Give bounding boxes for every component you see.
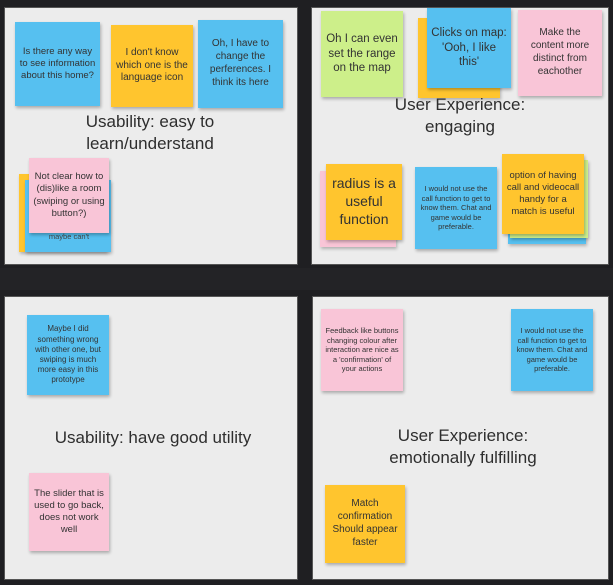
sticky-note[interactable]: Feedback like buttons changing colour af… <box>321 309 403 391</box>
sticky-note[interactable]: Make the content more distinct from each… <box>518 10 602 96</box>
sticky-note-text: I don't know which one is the language i… <box>116 46 188 84</box>
sticky-note[interactable]: I would not use the call function to get… <box>415 167 497 249</box>
panel-usability-easy: Is there any way to see information abou… <box>4 7 298 265</box>
sticky-note[interactable]: Not clear how to (dis)like a room (swipi… <box>29 158 109 233</box>
sticky-note[interactable]: Clicks on map: 'Ooh, I like this' <box>427 8 511 88</box>
panel-title: User Experience: emotionally fulfilling <box>389 426 537 468</box>
sticky-note-text: I would not use the call function to get… <box>516 326 588 374</box>
sticky-note-text: The slider that is used to go back, does… <box>34 487 104 536</box>
panel-title: Usability: easy to learn/understand <box>85 112 215 154</box>
sticky-note[interactable]: I would not use the call function to get… <box>511 309 593 391</box>
sticky-note-text: Maybe I did something wrong with other o… <box>35 324 101 385</box>
panel-title: Usability: have good utility <box>54 428 252 447</box>
sticky-note-text: Not clear how to (dis)like a room (swipi… <box>33 171 105 219</box>
sticky-note[interactable]: Match confirmation Should appear faster <box>325 485 405 563</box>
sticky-note-text: Feedback like buttons changing colour af… <box>325 326 399 374</box>
sticky-note-text: Is there any way to see information abou… <box>19 45 96 82</box>
sticky-note[interactable]: Oh, I have to change the perferences. I … <box>198 20 283 108</box>
sticky-note[interactable]: Is there any way to see information abou… <box>15 22 100 106</box>
sticky-note[interactable]: Maybe I did something wrong with other o… <box>27 315 109 395</box>
sticky-note[interactable]: option of having call and videocall hand… <box>502 154 584 234</box>
sticky-note[interactable]: I don't know which one is the language i… <box>111 25 193 107</box>
sticky-note-text: Oh I can even set the range on the map <box>326 32 398 75</box>
sticky-note-text: Clicks on map: 'Ooh, I like this' <box>431 26 507 69</box>
sticky-note[interactable]: radius is a useful function <box>326 164 402 240</box>
panel-ux-emotional: Feedback like buttons changing colour af… <box>312 296 609 580</box>
section-divider <box>0 268 613 290</box>
sticky-note-text: Oh, I have to change the perferences. I … <box>209 38 272 88</box>
sticky-note-text: option of having call and videocall hand… <box>506 169 580 218</box>
sticky-note-text: radius is a useful function <box>332 175 396 227</box>
sticky-note-text: Make the content more distinct from each… <box>530 27 590 77</box>
panel-usability-utility: Maybe I did something wrong with other o… <box>4 296 298 580</box>
sticky-note-partial-text: maybe can't <box>48 232 90 241</box>
sticky-note[interactable]: Oh I can even set the range on the map <box>321 11 403 97</box>
sticky-note-text: I would not use the call function to get… <box>420 184 492 232</box>
panel-ux-engaging: Oh I can even set the range on the map C… <box>311 7 609 265</box>
sticky-note[interactable]: The slider that is used to go back, does… <box>29 473 109 551</box>
sticky-note-text: Match confirmation Should appear faster <box>332 498 398 548</box>
panel-title: User Experience: engaging <box>394 95 526 137</box>
